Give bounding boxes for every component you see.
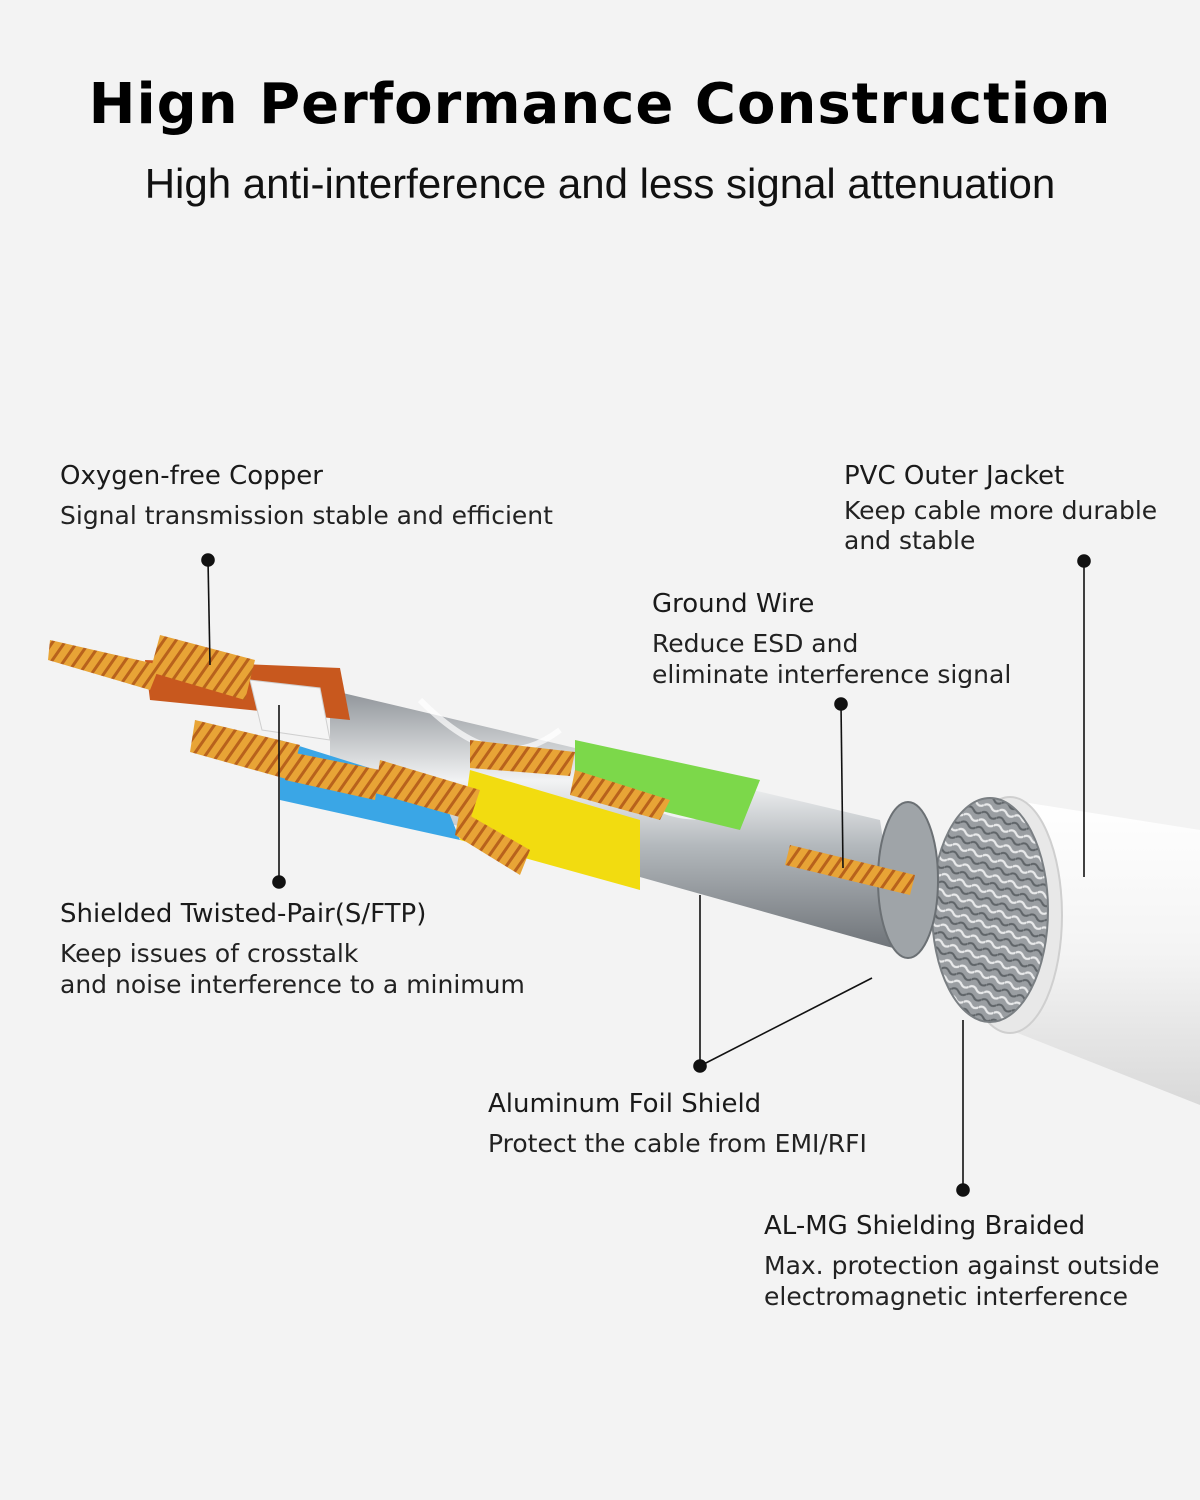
callout-aluminum-foil-shield: Aluminum Foil Shield Protect the cable f… <box>488 1088 867 1159</box>
copper-pointer-dot <box>201 553 215 567</box>
callout-heading: Oxygen-free Copper <box>60 461 323 491</box>
foil-pointer-dot <box>693 1059 707 1073</box>
callout-description: Protect the cable from EMI/RFI <box>488 1129 867 1158</box>
callout-al-mg-shielding-braided: AL-MG Shielding Braided Max. protection … <box>764 1210 1159 1312</box>
page-title: Hign Performance Construction <box>88 72 1112 137</box>
callout-description: Keep issues of crosstalk and noise inter… <box>60 939 525 999</box>
ground-pointer-dot <box>834 697 848 711</box>
callout-heading: Aluminum Foil Shield <box>488 1089 762 1119</box>
yellow-pair-insulation <box>460 770 640 890</box>
callout-heading: AL-MG Shielding Braided <box>764 1211 1086 1241</box>
callout-description: Signal transmission stable and efficient <box>60 501 553 530</box>
callout-description: Keep cable more durable and stable <box>844 496 1158 555</box>
leader-lines <box>201 553 1091 1197</box>
callout-heading: Shielded Twisted-Pair(S/FTP) <box>60 899 427 929</box>
callout-ground-wire: Ground Wire Reduce ESD and eliminate int… <box>652 588 1011 690</box>
callout-description: Max. protection against outside electrom… <box>764 1251 1160 1311</box>
callout-oxygen-free-copper: Oxygen-free Copper Signal transmission s… <box>60 460 553 531</box>
callout-pvc-outer-jacket: PVC Outer Jacket Keep cable more durable… <box>844 460 1157 556</box>
stp-pointer-dot <box>272 875 286 889</box>
jacket-pointer-dot <box>1077 554 1091 568</box>
braid-pointer-dot <box>956 1183 970 1197</box>
copper-conductors <box>48 635 915 895</box>
callout-description: Reduce ESD and eliminate interference si… <box>652 629 1012 689</box>
callout-shielded-twisted-pair: Shielded Twisted-Pair(S/FTP) Keep issues… <box>60 898 525 1000</box>
ground-wire <box>785 845 915 895</box>
braided-shield <box>931 797 1049 1023</box>
callout-heading: PVC Outer Jacket <box>844 461 1065 491</box>
page-subtitle: High anti-interference and less signal a… <box>144 160 1056 207</box>
green-pair-insulation <box>575 740 760 830</box>
callout-heading: Ground Wire <box>652 589 815 619</box>
